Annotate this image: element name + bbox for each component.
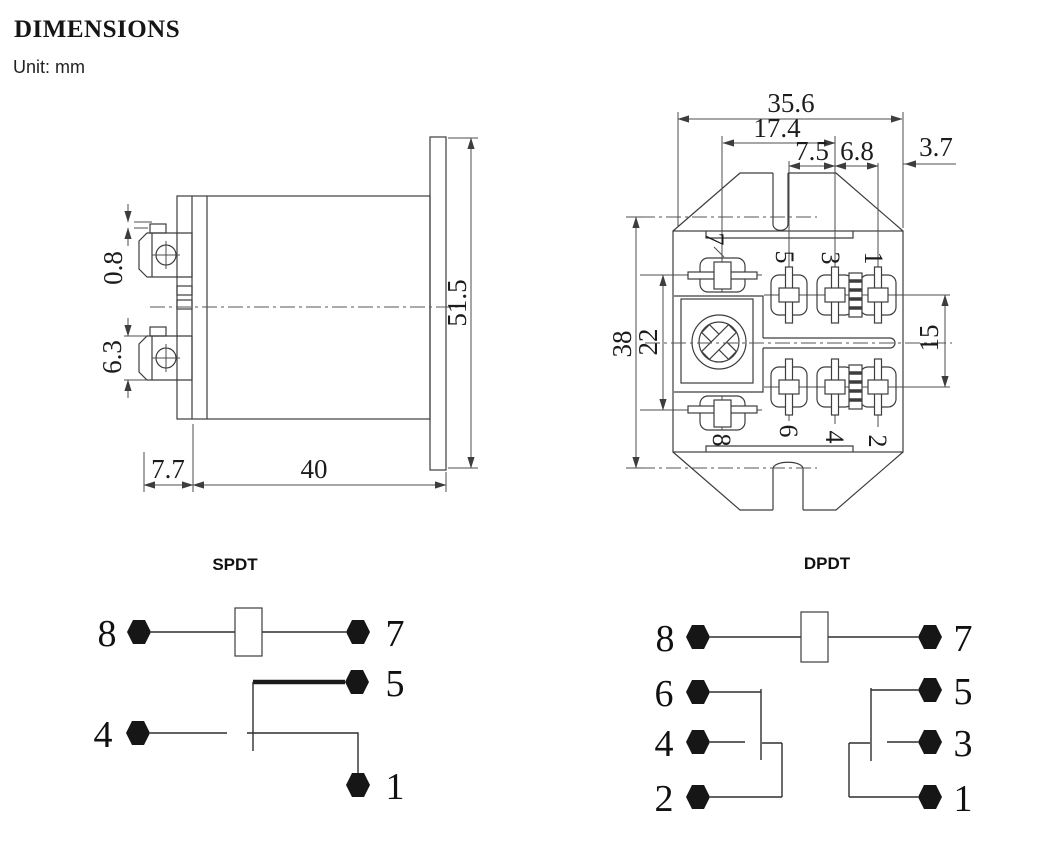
dim-coil-spacing: 22 <box>633 274 667 411</box>
dim-slot-centers: 38 <box>607 216 646 469</box>
dim-label-overall-width: 35.6 <box>767 88 814 118</box>
dpdt-pin-label-2: 2 <box>655 778 674 820</box>
pin-label-3: 3 <box>816 252 845 265</box>
dim-label-coil-spacing: 22 <box>633 329 663 356</box>
dim-label-bracket-height: 51.5 <box>442 279 472 326</box>
dpdt-pin8-dot <box>686 625 710 649</box>
dpdt-pin-label-8: 8 <box>656 618 675 660</box>
adjuster-screw <box>674 295 896 393</box>
screw-slot-icon <box>700 323 738 361</box>
dpdt-title: DPDT <box>804 554 851 573</box>
dpdt-pin6-dot <box>686 680 710 704</box>
dpdt-pin-label-7: 7 <box>954 618 973 660</box>
spdt-pin-label-1: 1 <box>386 766 405 808</box>
dim-label-slot-centers: 38 <box>607 331 637 358</box>
spdt-coil <box>234 607 263 657</box>
dim-row-spacing: 15 <box>914 294 949 388</box>
dpdt-pin-label-3: 3 <box>954 723 973 765</box>
dim-pin1-to-edge: 3.7 <box>903 132 956 168</box>
dpdt-pin7-dot <box>918 625 942 649</box>
pin7-leader <box>713 246 725 258</box>
spdt-pin-label-7: 7 <box>386 613 405 655</box>
dim-label-front-depth: 7.7 <box>151 454 185 484</box>
terminal-tab-upper <box>138 223 193 278</box>
pin-label-7: 7 <box>700 233 729 246</box>
dim-coil-to-pin3: 17.4 <box>722 113 836 147</box>
spdt-pin-label-4: 4 <box>94 714 113 756</box>
terminal-tab-lower <box>138 326 193 381</box>
coil-terminal-8 <box>687 395 758 431</box>
dim-tab-step: 0.8 <box>98 204 152 285</box>
relay-body-outline <box>176 136 447 471</box>
dim-label-tab-width: 6.3 <box>97 340 127 374</box>
dim-label-row-spacing: 15 <box>914 325 944 352</box>
dim-pin-pitches: 7.5 6.8 <box>788 136 879 170</box>
spdt-schematic: SPDT 8 7 5 4 1 <box>94 555 405 808</box>
pin-label-8: 8 <box>707 434 736 447</box>
dim-overall-width: 35.6 <box>677 88 903 123</box>
dpdt-pin1-dot <box>918 785 942 809</box>
dpdt-pin-label-5: 5 <box>954 671 973 713</box>
case-outline <box>672 172 904 511</box>
dim-label-coil-to-pin3: 17.4 <box>753 113 801 143</box>
spdt-pin1-dot <box>346 773 370 797</box>
contact-row-top <box>770 266 897 324</box>
bottom-view: 7 5 3 1 8 6 4 2 35.6 17.4 7.5 6.8 3.7 <box>607 88 956 511</box>
pin-label-5: 5 <box>770 251 799 264</box>
pin-label-6: 6 <box>774 425 803 438</box>
spdt-pin7-dot <box>346 620 370 644</box>
spdt-pin5-dot <box>345 670 369 694</box>
page-title: DIMENSIONS <box>14 16 181 43</box>
dpdt-pin-label-4: 4 <box>655 723 674 765</box>
pin-label-4: 4 <box>820 431 849 444</box>
dim-label-pin5-to-pin3: 7.5 <box>795 136 829 166</box>
dpdt-schematic: DPDT 8 7 6 5 4 3 2 1 <box>655 554 973 820</box>
dim-label-tab-step: 0.8 <box>98 251 128 285</box>
dpdt-pin-label-1: 1 <box>954 778 973 820</box>
dim-depths: 7.7 40 <box>143 424 447 492</box>
spdt-pin-label-8: 8 <box>98 613 117 655</box>
mount-slot-top <box>772 173 789 231</box>
dpdt-coil <box>800 611 829 663</box>
dpdt-pin-label-6: 6 <box>655 673 674 715</box>
armature-slot <box>763 337 896 349</box>
dim-label-body-depth: 40 <box>301 454 328 484</box>
mount-slot-bottom <box>772 461 804 510</box>
contact-row-bottom <box>770 358 897 416</box>
spdt-pin8-dot <box>127 620 151 644</box>
dim-label-pin1-to-edge: 3.7 <box>919 132 953 162</box>
coil-terminal-7 <box>687 257 758 293</box>
dpdt-pin5-dot <box>918 678 942 702</box>
dpdt-pin4-dot <box>686 730 710 754</box>
dim-bracket-height: 51.5 <box>442 137 478 469</box>
unit-label: Unit: mm <box>13 57 85 77</box>
pin-label-2: 2 <box>863 435 892 448</box>
spdt-title: SPDT <box>212 555 258 574</box>
dpdt-pin2-dot <box>686 785 710 809</box>
dpdt-pin3-dot <box>918 730 942 754</box>
spdt-pin-label-5: 5 <box>386 663 405 705</box>
dim-tab-width: 6.3 <box>97 318 147 398</box>
pin-label-1: 1 <box>859 252 888 265</box>
mounting-bracket <box>429 136 447 471</box>
side-view: 0.8 6.3 51.5 7.7 40 <box>97 136 478 492</box>
dim-label-pin3-to-pin1: 6.8 <box>840 136 874 166</box>
spdt-pin4-dot <box>126 721 150 745</box>
